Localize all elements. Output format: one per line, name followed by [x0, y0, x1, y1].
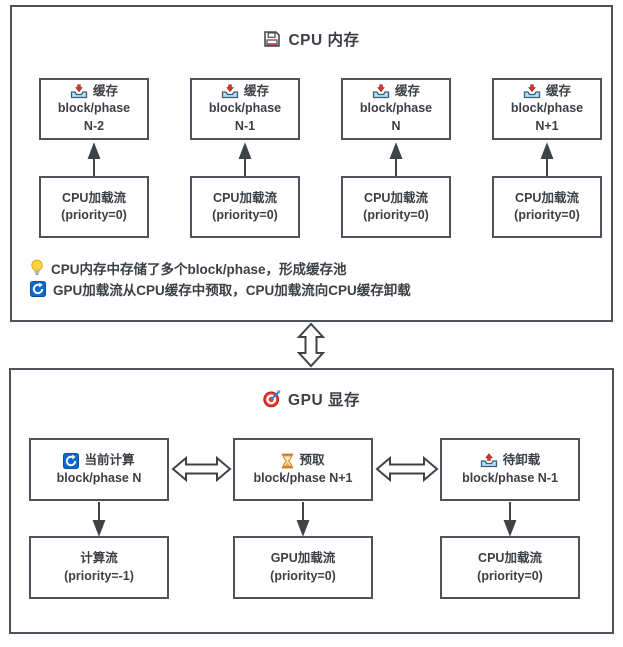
cpu-load-stream-box-4: CPU加载流 (priority=0): [492, 176, 602, 238]
stream-name: CPU加载流: [478, 551, 542, 566]
stream-priority: (priority=0): [514, 208, 580, 222]
cache-box-line2: block/phase: [510, 101, 584, 116]
gpu-load-stream-box: GPU加载流 (priority=0): [233, 536, 373, 599]
cpu-panel-title: CPU 内存: [0, 28, 623, 50]
state-line2: block/phase N: [56, 470, 142, 485]
inbox-tray-icon: [372, 84, 390, 99]
pending-offload-box: 待卸载 block/phase N-1: [440, 438, 580, 501]
cache-box-line2: block/phase: [359, 101, 433, 116]
note-cache-pool: CPU内存中存储了多个block/phase，形成缓存池: [30, 257, 411, 278]
prefetch-box: 预取 block/phase N+1: [233, 438, 373, 501]
cache-box-line3: N+1: [535, 118, 559, 133]
state-label: 预取: [299, 453, 325, 468]
state-line2: block/phase N-1: [462, 470, 558, 485]
cpu-load-stream-box-gpu: CPU加载流 (priority=0): [440, 536, 580, 599]
stream-name: 计算流: [80, 551, 118, 566]
state-label: 待卸载: [502, 453, 541, 468]
note-text: GPU加载流从CPU缓存中预取，CPU加载流向CPU缓存卸载: [53, 282, 411, 298]
floppy-disk-icon: [264, 31, 281, 47]
stream-priority: (priority=0): [363, 208, 429, 222]
stream-priority: (priority=0): [270, 568, 336, 583]
stream-name: CPU加载流: [62, 190, 126, 205]
outbox-tray-icon: [480, 453, 497, 468]
cache-box-label: 缓存: [394, 84, 420, 99]
cache-box-label: 缓存: [92, 84, 118, 99]
cpu-load-stream-box-2: CPU加载流 (priority=0): [190, 176, 300, 238]
stream-priority: (priority=-1): [64, 568, 134, 583]
stream-priority: (priority=0): [477, 568, 543, 583]
cache-box-n-plus-1: 缓存 block/phase N+1: [492, 78, 602, 140]
stream-name: CPU加载流: [515, 190, 579, 205]
cache-box-line3: N: [391, 118, 401, 133]
hourglass-icon: [281, 452, 295, 469]
state-line2: block/phase N+1: [253, 470, 353, 485]
inbox-tray-icon: [221, 84, 239, 99]
cache-box-n-2: 缓存 block/phase N-2: [39, 78, 149, 140]
lightbulb-icon: [31, 259, 43, 276]
double-arrow-vertical-icon: [296, 322, 326, 368]
gpu-panel-title: GPU 显存: [0, 388, 623, 410]
cache-box-line3: N-1: [234, 118, 256, 133]
inbox-tray-icon: [70, 84, 88, 99]
stream-name: CPU加载流: [364, 190, 428, 205]
cpu-load-stream-box-1: CPU加载流 (priority=0): [39, 176, 149, 238]
state-label: 当前计算: [84, 453, 135, 468]
inbox-tray-icon: [523, 84, 541, 99]
cache-box-label: 缓存: [243, 84, 269, 99]
compute-stream-box: 计算流 (priority=-1): [29, 536, 169, 599]
cache-box-line2: block/phase: [57, 101, 131, 116]
stream-name: CPU加载流: [213, 190, 277, 205]
gpu-panel-title-label: GPU 显存: [288, 392, 360, 409]
note-text: CPU内存中存储了多个block/phase，形成缓存池: [51, 261, 347, 277]
stream-name: GPU加载流: [270, 551, 336, 566]
cpu-panel-title-label: CPU 内存: [288, 32, 360, 49]
target-icon: [263, 390, 282, 408]
cpu-panel-notes: CPU内存中存储了多个block/phase，形成缓存池 GPU加载流从CPU缓…: [30, 257, 411, 299]
sync-icon: [63, 452, 80, 469]
note-prefetch-offload: GPU加载流从CPU缓存中预取，CPU加载流向CPU缓存卸载: [30, 278, 411, 299]
cache-box-line2: block/phase: [208, 101, 282, 116]
stream-priority: (priority=0): [212, 208, 278, 222]
sync-icon: [30, 280, 46, 297]
cpu-load-stream-box-3: CPU加载流 (priority=0): [341, 176, 451, 238]
stream-priority: (priority=0): [61, 208, 127, 222]
cache-box-label: 缓存: [545, 84, 571, 99]
cache-box-n: 缓存 block/phase N: [341, 78, 451, 140]
cache-box-line3: N-2: [83, 118, 105, 133]
cpu-memory-panel: [10, 5, 613, 322]
current-compute-box: 当前计算 block/phase N: [29, 438, 169, 501]
cache-box-n-1: 缓存 block/phase N-1: [190, 78, 300, 140]
